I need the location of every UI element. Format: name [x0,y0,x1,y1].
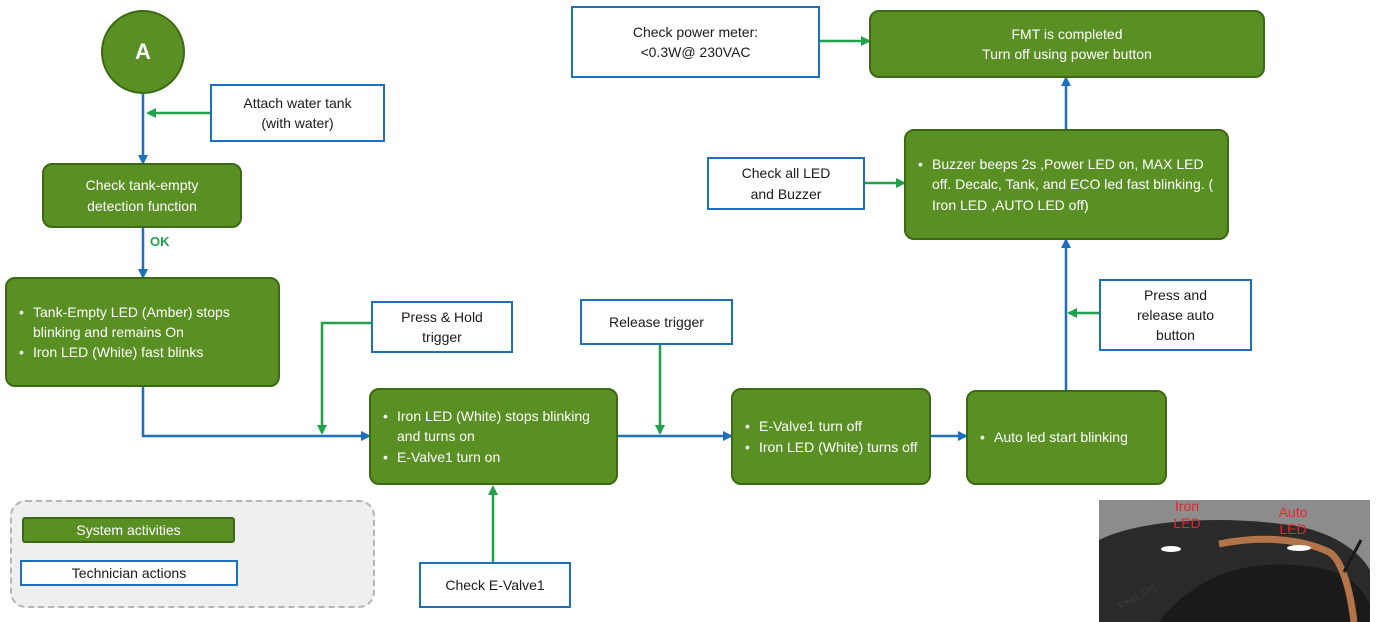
start-node-label: A [135,39,151,64]
check-tank-empty-box: Check tank-empty detection function [42,163,242,228]
release-trigger-box: Release trigger [580,299,733,345]
press-auto-line-3: button [1156,327,1195,344]
press-hold-line-2: trigger [422,329,462,345]
press-auto-line-1: Press and [1143,286,1208,303]
check-evalve-label: Check E-Valve1 [445,576,545,593]
iron-photo-graphic: PHILIPS [1099,500,1370,622]
start-node-a: A [101,10,185,94]
check-power-meter-box: Check power meter: <0.3W@ 230VAC [571,6,820,78]
iron-on-item-1: Iron LED (White) stops blinking and turn… [383,406,608,447]
legend-system-swatch: System activities [22,517,235,543]
check-led-line-2: and Buzzer [750,185,822,202]
auto-led-label: Auto LED [1278,504,1308,537]
attach-water-tank-box: Attach water tank (with water) [210,84,385,142]
check-evalve-box: Check E-Valve1 [419,562,571,608]
buzzer-beeps-box: Buzzer beeps 2s ,Power LED on, MAX LED o… [904,129,1229,240]
fmt-line-1: FMT is completed [1011,25,1123,42]
buzzer-item: Buzzer beeps 2s ,Power LED on, MAX LED o… [918,154,1219,215]
ok-label: OK [150,234,170,249]
evalve-off-item-2: Iron LED (White) turns off [745,437,918,458]
tank-empty-led-box: Tank-Empty LED (Amber) stops blinking an… [5,277,280,387]
legend-technician-swatch: Technician actions [20,560,238,586]
release-trigger-label: Release trigger [609,313,704,330]
iron-led-label: Iron LED [1173,500,1201,531]
auto-led-blinking-box: Auto led start blinking [966,390,1167,485]
check-led-line-1: Check all LED [741,165,831,182]
iron-photo: PHILIPS Iron LED Auto LED [1099,500,1370,622]
attach-tank-line-2: (with water) [261,115,334,131]
check-led-buzzer-box: Check all LED and Buzzer [707,157,865,210]
auto-led-item: Auto led start blinking [980,427,1128,448]
evalve-off-box: E-Valve1 turn off Iron LED (White) turns… [731,388,931,485]
legend-technician-label: Technician actions [71,564,187,581]
evalve-off-item-1: E-Valve1 turn off [745,416,917,437]
tank-led-item-2: Iron LED (White) fast blinks [19,342,270,363]
iron-led-on-box: Iron LED (White) stops blinking and turn… [369,388,618,485]
arrow-press-hold [317,321,371,435]
tank-led-item-1: Tank-Empty LED (Amber) stops blinking an… [19,302,270,343]
attach-tank-line-1: Attach water tank [243,94,352,111]
check-tank-line-1: Check tank-empty [85,177,199,194]
press-auto-line-2: release auto [1136,306,1215,323]
press-release-auto-box: Press and release auto button [1099,279,1252,351]
power-meter-line-2: <0.3W@ 230VAC [640,44,751,60]
press-hold-trigger-box: Press & Hold trigger [371,301,513,353]
fmt-line-2: Turn off using power button [982,46,1152,62]
arrow-tank-led-to-iron-on [141,387,371,441]
legend-system-label: System activities [76,521,181,538]
press-hold-line-1: Press & Hold [401,308,483,325]
power-meter-line-1: Check power meter: [632,23,759,40]
check-tank-line-2: detection function [87,197,197,214]
iron-on-item-2: E-Valve1 turn on [383,447,608,468]
